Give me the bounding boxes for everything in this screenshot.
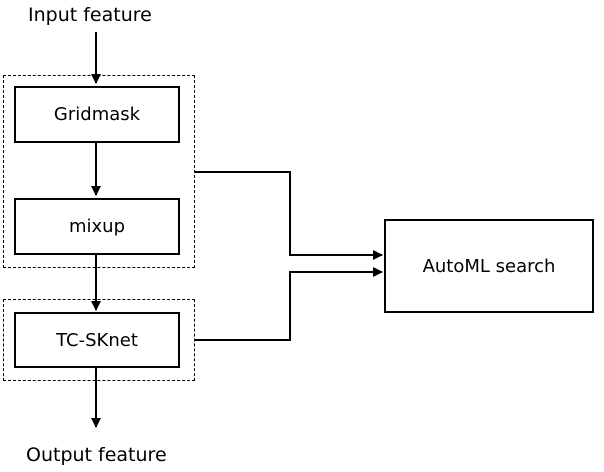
automl-search-label: AutoML search (422, 255, 556, 277)
tcsknet-group (3, 299, 195, 381)
input-feature-label: Input feature (28, 4, 152, 26)
gridmask-label: Gridmask (53, 104, 141, 125)
gridmask-node: Gridmask (14, 86, 180, 143)
mixup-label: mixup (68, 216, 126, 237)
output-feature-label: Output feature (26, 444, 167, 466)
mixup-node: mixup (14, 198, 180, 255)
tcsknet-label: TC-SKnet (56, 329, 138, 351)
automl-search-node: AutoML search (384, 219, 594, 313)
tcsknet-node: TC-SKnet (14, 312, 180, 368)
augmentation-group (3, 75, 195, 268)
arrow-tcsknet-to-automl (195, 267, 383, 341)
arrow-augmentation-to-automl (195, 171, 383, 260)
